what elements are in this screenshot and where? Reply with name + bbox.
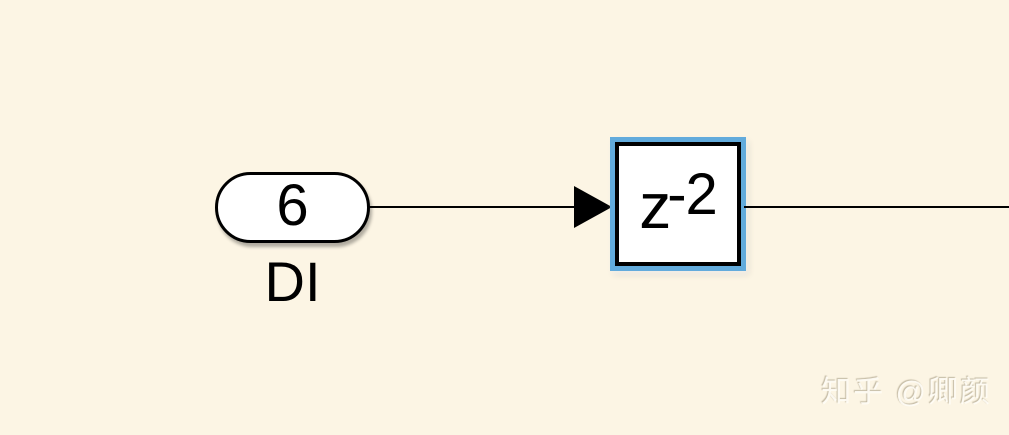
delay-base: z: [639, 170, 671, 242]
delay-transfer-function: z-2: [639, 166, 718, 239]
signal-line-out[interactable]: [744, 206, 1009, 208]
arrowhead-icon[interactable]: [574, 186, 612, 228]
inport-label[interactable]: DI: [264, 250, 321, 313]
inport-value: 6: [276, 173, 309, 238]
watermark: 知乎 @卿颜: [821, 376, 992, 409]
delay-block[interactable]: z-2: [610, 137, 746, 271]
signal-line-in[interactable]: [368, 206, 580, 208]
delay-block-face: z-2: [615, 142, 741, 266]
delay-exponent: -2: [667, 162, 718, 227]
inport-block[interactable]: 6: [215, 172, 370, 243]
